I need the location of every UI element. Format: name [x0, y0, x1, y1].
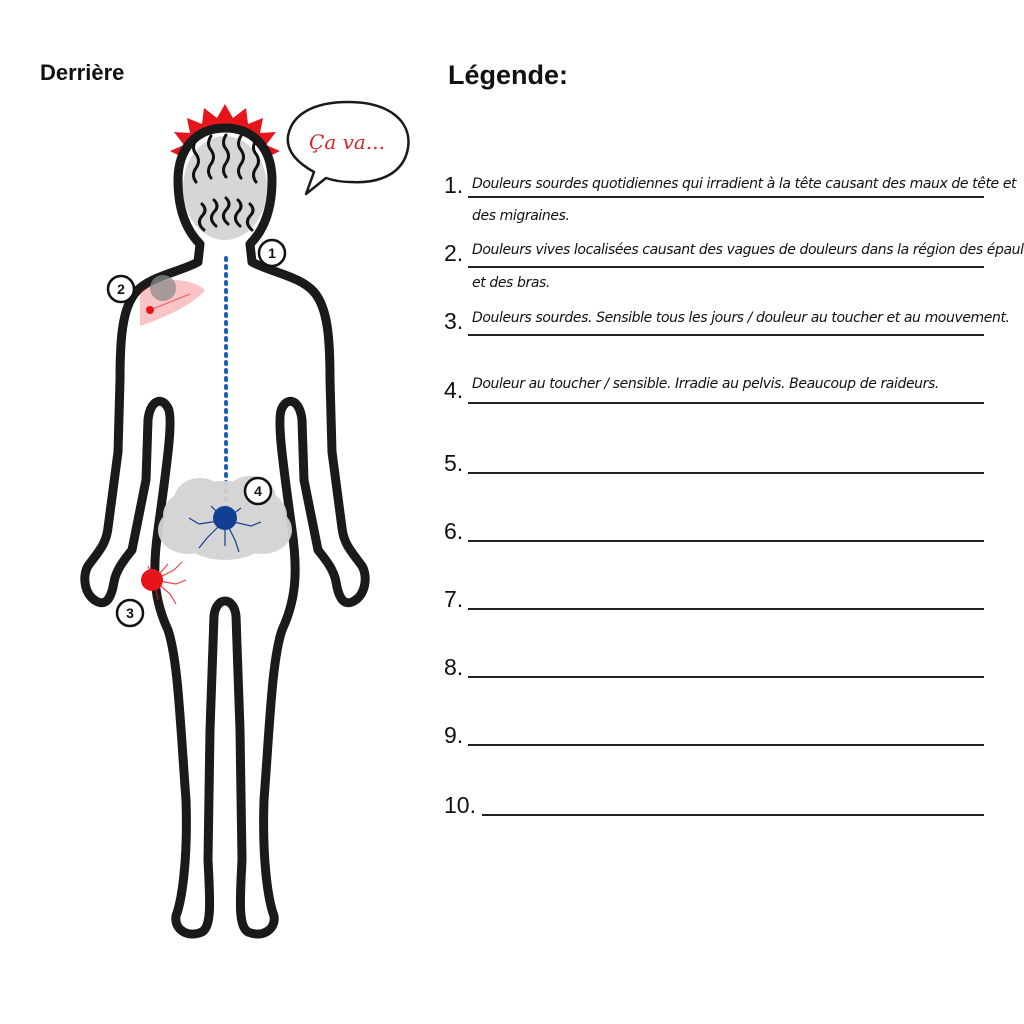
- legend-number: 7.: [444, 586, 464, 612]
- legend-text-continued: des migraines.: [472, 208, 570, 224]
- legend-underline: [468, 266, 984, 268]
- legend-text: Douleurs vives localisées causant des va…: [472, 242, 1024, 258]
- legend: 1. Douleurs sourdes quotidiennes qui irr…: [444, 166, 1024, 866]
- legend-underline: [468, 608, 984, 610]
- head-pain-lines: [192, 133, 260, 232]
- legend-number: 2.: [444, 240, 464, 266]
- legend-underline: [468, 472, 984, 474]
- hand-pain-icon: [141, 561, 187, 605]
- legend-number: 3.: [444, 308, 464, 334]
- legend-underline: [468, 676, 984, 678]
- speech-bubble-icon: Ça va...: [286, 100, 410, 196]
- legend-number: 6.: [444, 518, 464, 544]
- legend-number: 1.: [444, 172, 464, 198]
- view-title: Derrière: [40, 60, 125, 85]
- shoulder-pain-icon: [140, 275, 205, 326]
- marker-3: 3: [115, 598, 145, 628]
- speech-bubble-text: Ça va...: [309, 130, 385, 154]
- marker-4-label: 4: [254, 483, 262, 499]
- legend-underline: [468, 334, 984, 336]
- legend-text: Douleurs sourdes quotidiennes qui irradi…: [472, 176, 1017, 192]
- legend-underline: [468, 196, 984, 198]
- legend-text: Douleur au toucher / sensible. Irradie a…: [472, 376, 939, 392]
- legend-number: 8.: [444, 654, 464, 680]
- body-diagram: 1 2 3 4 Ça va...: [80, 100, 410, 939]
- marker-1: 1: [257, 238, 287, 268]
- legend-number: 4.: [444, 377, 464, 403]
- marker-2: 2: [106, 274, 136, 304]
- legend-underline: [468, 744, 984, 746]
- marker-3-label: 3: [126, 605, 134, 621]
- legend-underline: [468, 540, 984, 542]
- legend-number: 9.: [444, 722, 464, 748]
- legend-text: Douleurs sourdes. Sensible tous les jour…: [472, 310, 1010, 326]
- marker-4: 4: [243, 476, 273, 506]
- legend-number: 10.: [444, 792, 476, 818]
- legend-title: Légende:: [448, 60, 569, 90]
- legend-number: 5.: [444, 450, 464, 476]
- legend-text-continued: et des bras.: [472, 275, 550, 291]
- marker-2-label: 2: [117, 281, 125, 297]
- legend-underline: [482, 814, 984, 816]
- legend-underline: [468, 402, 984, 404]
- marker-1-label: 1: [268, 245, 276, 261]
